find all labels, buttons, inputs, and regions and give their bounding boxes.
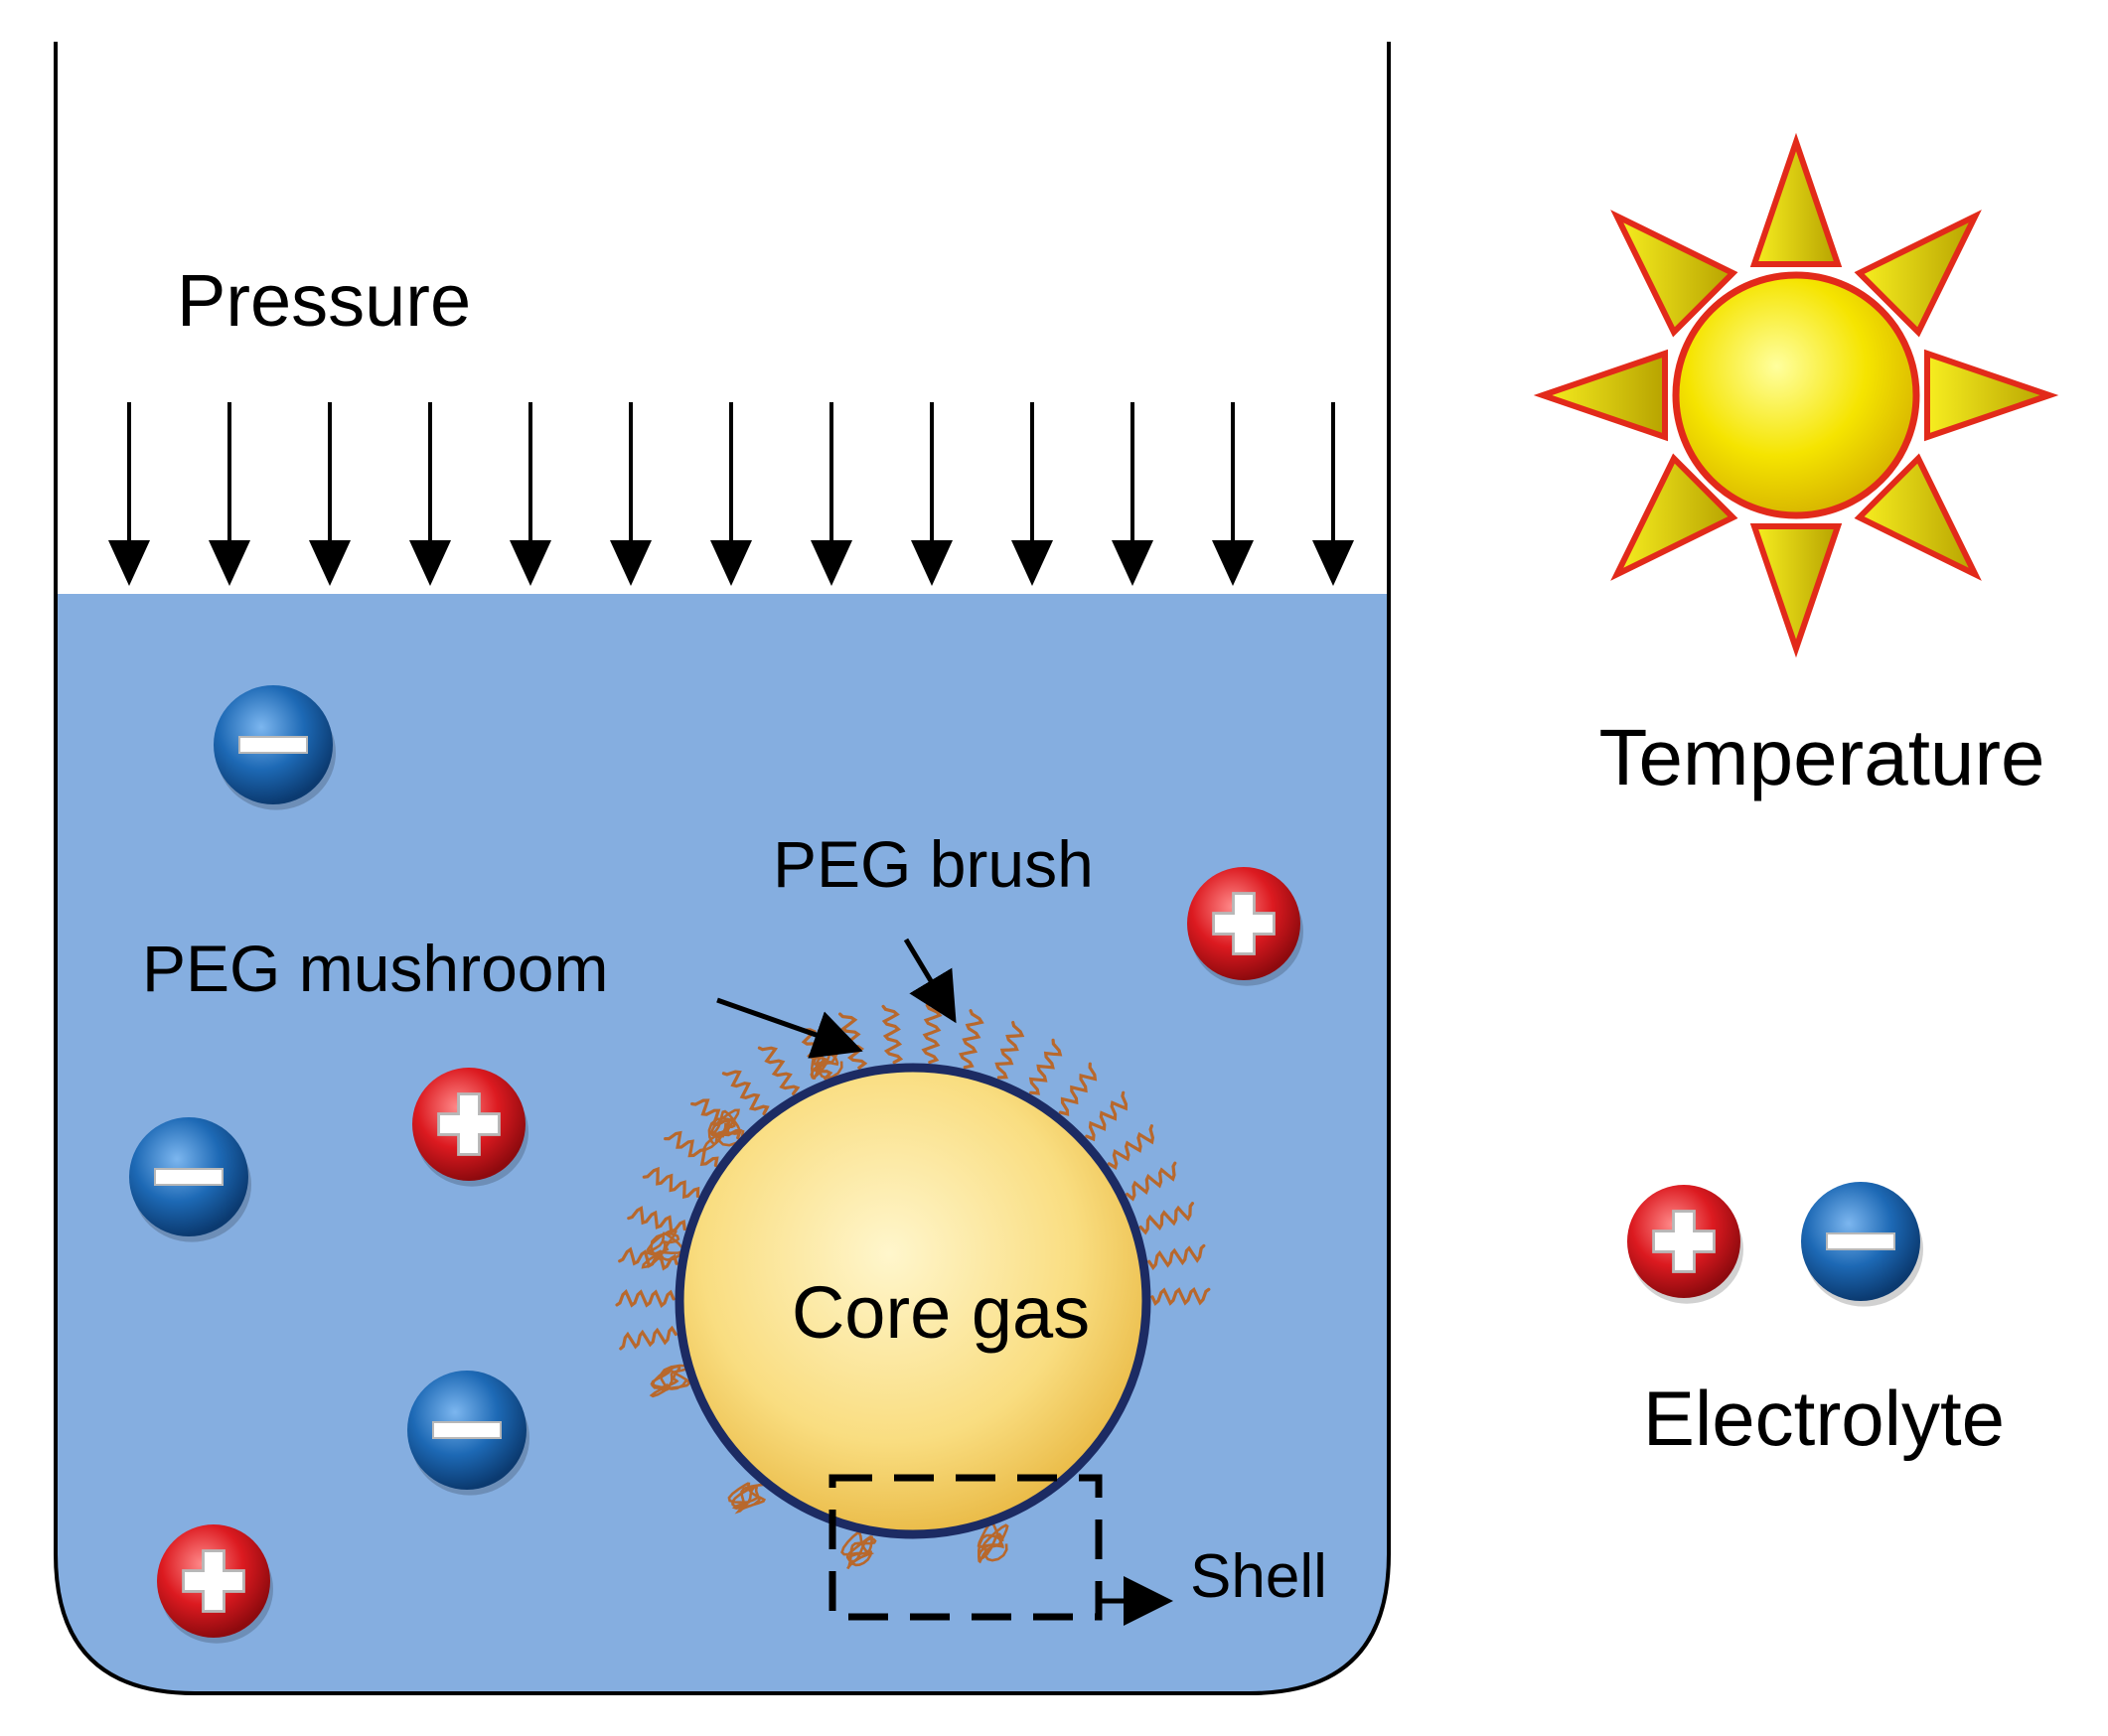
minus-ion-icon [1801,1182,1923,1307]
peg-mushroom-coil [649,1364,691,1398]
shell-label: Shell [1190,1542,1327,1611]
sun-ray [1924,349,2059,442]
peg-mushroom-coil [977,1520,1009,1564]
pressure-arrow-icon [710,402,752,586]
peg-mushroom-coil [641,1228,685,1269]
peg-brush-label: PEG brush [773,827,1094,901]
electrolyte-label: Electrolyte [1643,1374,2005,1462]
pressure-arrow-icon [309,402,351,586]
peg-brush-arrow [903,938,957,1024]
pressure-arrow-icon [1312,402,1354,586]
core-gas-label: Core gas [792,1271,1090,1354]
minus-ion-icon [129,1117,251,1242]
ions-in-solution [129,685,1303,1644]
temperature-label: Temperature [1598,713,2044,801]
pressure-arrow-icon [1011,402,1053,586]
peg-brush-chain [1126,1161,1177,1202]
sun-ray [1610,210,1738,338]
plus-ion-icon [1187,867,1303,986]
pressure-arrow-icon [610,402,652,586]
peg-brush-chain [757,1046,801,1095]
core-gas-bubble [675,1063,1151,1539]
peg-mushroom-coil [702,1108,745,1151]
pressure-arrow-icon [1112,402,1153,586]
peg-brush-chain [1138,1202,1194,1235]
sun-ray [1854,210,1982,338]
peg-brush-chain [721,1070,770,1115]
sun-ray [1749,523,1843,658]
peg-brush-chain [1107,1124,1155,1170]
peg-brush-chain [958,1009,984,1070]
sun-ray [1749,132,1843,267]
peg-mushroom-arrow [716,997,863,1059]
peg-brush-chain [615,1288,676,1308]
sun-disc [1672,271,1920,519]
beaker-wall [54,42,1391,1695]
peg-brush-chain [1028,1038,1063,1095]
pressure-arrow-icon [1212,402,1254,586]
plus-ion-icon [157,1524,273,1644]
minus-ion-icon [407,1371,529,1496]
pressure-arrow-icon [108,402,150,586]
peg-brush-chain [664,1130,719,1168]
plus-ion-icon [1627,1185,1743,1304]
electrolyte-legend [1627,1182,1923,1307]
peg-mushroom-coil [840,1531,877,1570]
peg-mushroom-coil [727,1482,769,1515]
pressure-label: Pressure [177,259,471,342]
peg-brush-chain [1085,1090,1129,1142]
sun-ray [1610,453,1738,581]
peg-brush-chain [1058,1062,1098,1116]
peg-mushroom-label: PEG mushroom [142,932,608,1005]
peg-brush-chain [642,1166,700,1199]
pressure-arrow-icon [209,402,250,586]
minus-ion-icon [214,685,336,810]
peg-brush-chain [1150,1286,1211,1307]
peg-brush-chain [619,1325,678,1351]
pressure-arrow-icon [811,402,852,586]
peg-brush-chain [1147,1243,1206,1270]
sun-ray [1854,453,1982,581]
peg-brush-chain [994,1020,1025,1080]
pressure-arrow-icon [409,402,451,586]
pressure-arrows [108,402,1354,586]
peg-brush-chain [881,1004,904,1065]
pressure-arrow-icon [911,402,953,586]
sun-ray [1533,349,1668,442]
shell-zoom-box [828,1474,1103,1621]
sun-icon [1533,132,2059,658]
pressure-arrow-icon [510,402,551,586]
plus-ion-icon [412,1068,528,1187]
